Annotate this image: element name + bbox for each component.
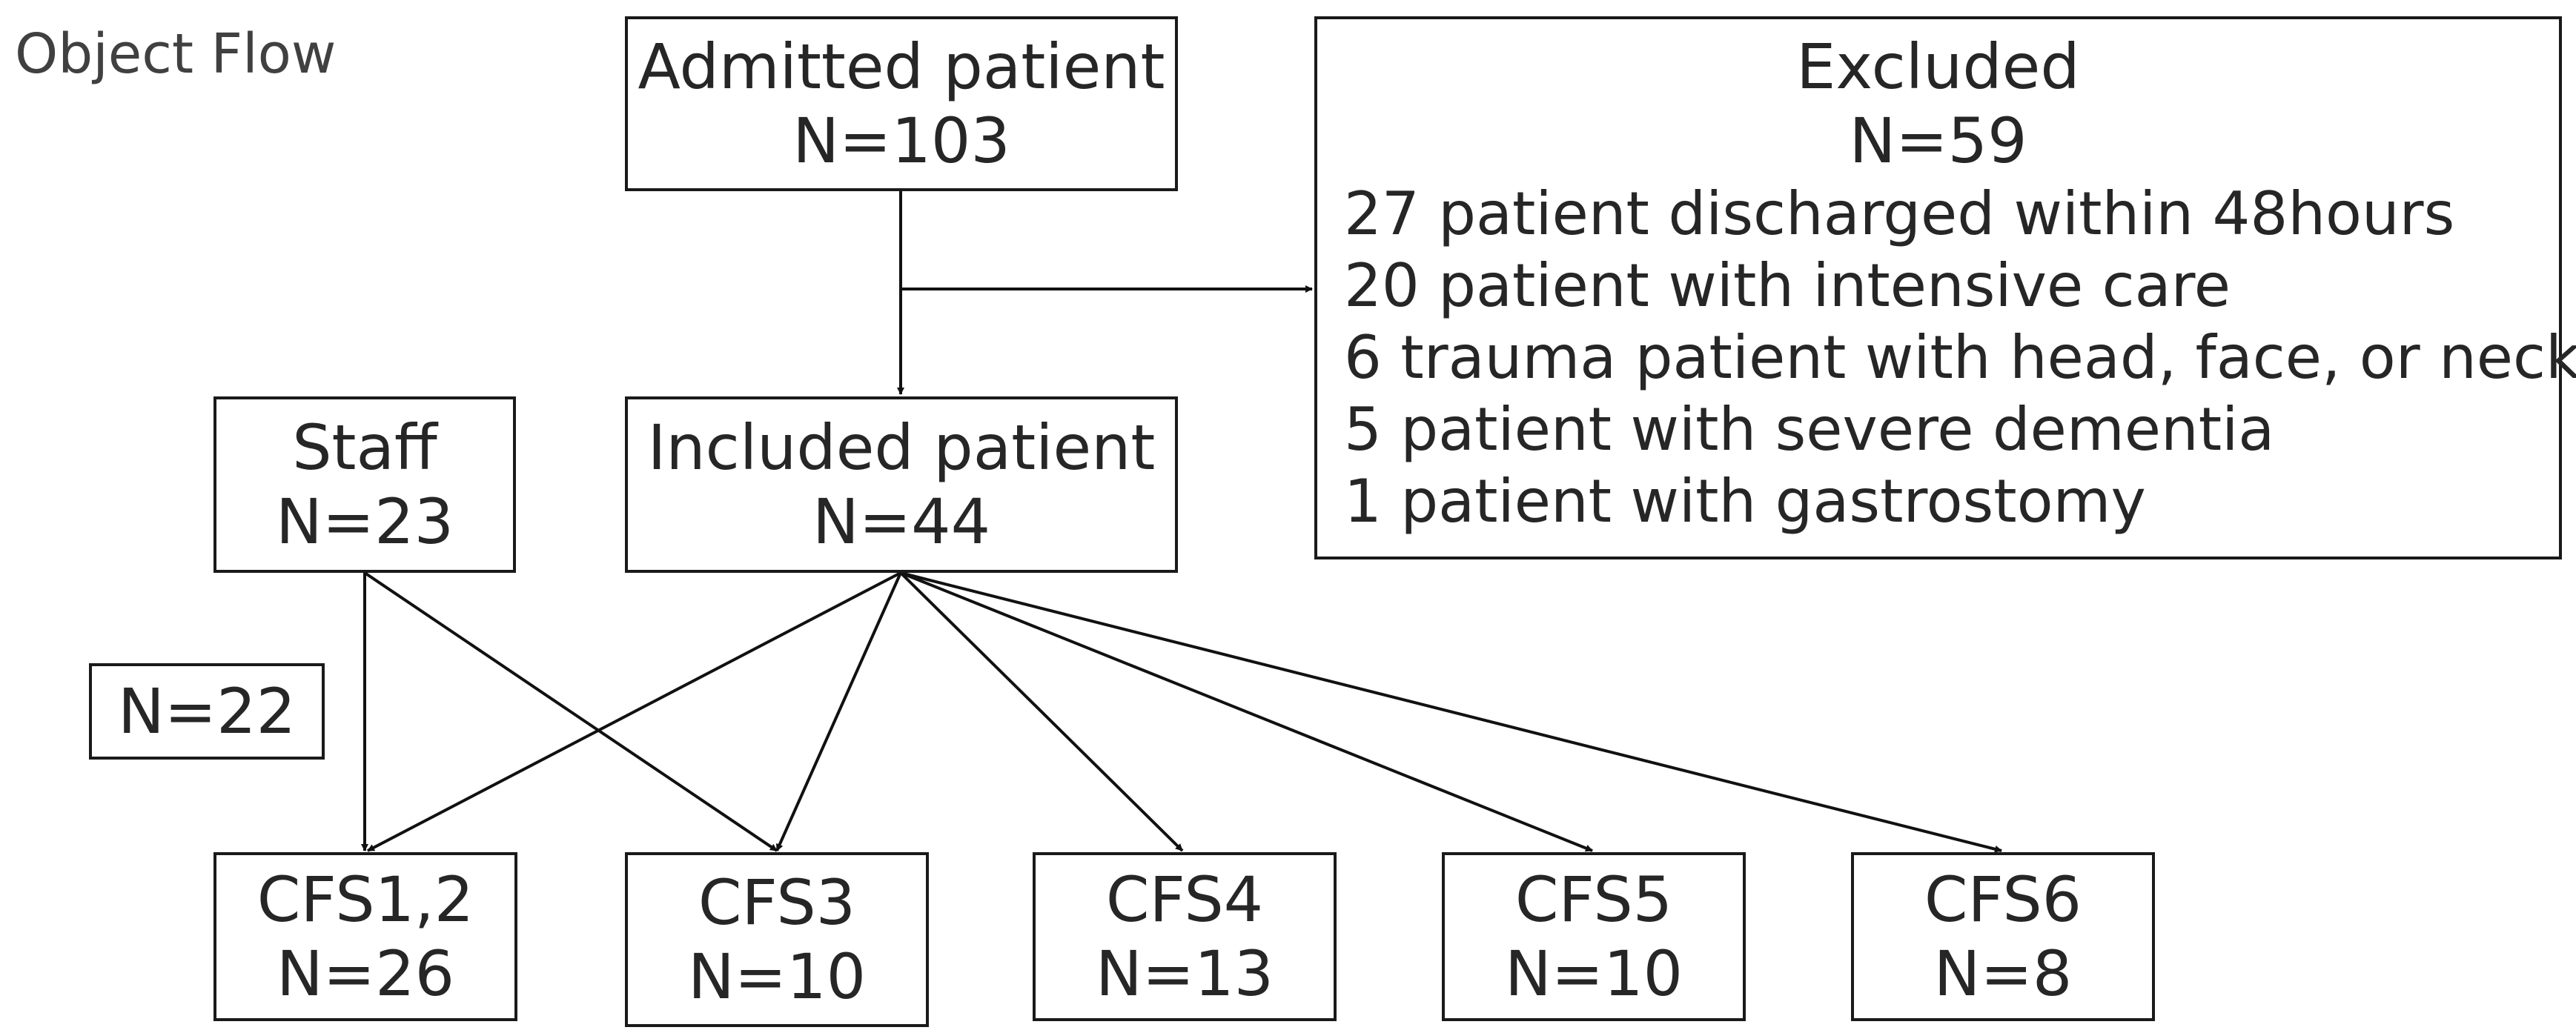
admitted-count: N=103 bbox=[792, 104, 1010, 177]
excluded-reason: 1 patient with gastrostomy bbox=[1344, 467, 2146, 536]
arrow-included-to-cfs5 bbox=[900, 571, 1593, 852]
staff-label: Staff bbox=[292, 411, 437, 484]
arrow-included-to-cfs6 bbox=[900, 571, 2002, 853]
cfs4-label: CFS4 bbox=[1105, 863, 1264, 936]
excluded-reason: 20 patient with intensive care bbox=[1344, 251, 2231, 320]
excluded-label: Excluded bbox=[1796, 30, 2080, 103]
admitted-label: Admitted patient bbox=[638, 30, 1165, 103]
cfs6-box: CFS6 N=8 bbox=[1851, 852, 2155, 1021]
admitted-patient-box: Admitted patient N=103 bbox=[625, 16, 1178, 191]
arrow-included-to-cfs4 bbox=[899, 571, 1184, 852]
excluded-box: Excluded N=59 27 patient discharged with… bbox=[1314, 16, 2576, 559]
cfs6-count: N=8 bbox=[1933, 937, 2073, 1010]
included-patient-box: Included patient N=44 bbox=[625, 396, 1178, 573]
excluded-reason: 5 patient with severe dementia bbox=[1344, 395, 2275, 464]
arrow-staff-to-cfs3 bbox=[363, 571, 778, 852]
cfs12-label: CFS1,2 bbox=[256, 863, 474, 936]
excluded-count: N=59 bbox=[1849, 104, 2027, 177]
staff-cfs12-count: N=22 bbox=[117, 675, 297, 748]
arrow-included-to-cfs12 bbox=[367, 571, 901, 852]
excluded-reason: 6 trauma patient with head, face, or nec… bbox=[1344, 323, 2576, 392]
cfs12-count: N=26 bbox=[276, 937, 455, 1010]
cfs12-box: CFS1,2 N=26 bbox=[213, 852, 517, 1021]
cfs5-box: CFS5 N=10 bbox=[1442, 852, 1746, 1021]
cfs5-count: N=10 bbox=[1504, 937, 1683, 1010]
cfs3-box: CFS3 N=10 bbox=[625, 852, 929, 1027]
cfs3-count: N=10 bbox=[687, 940, 867, 1013]
cfs6-label: CFS6 bbox=[1924, 863, 2082, 936]
excluded-reason: 27 patient discharged within 48hours bbox=[1344, 179, 2455, 248]
staff-cfs12-count-box: N=22 bbox=[89, 663, 325, 760]
arrow-included-to-cfs3 bbox=[775, 572, 902, 851]
staff-box: Staff N=23 bbox=[213, 396, 516, 573]
staff-count: N=23 bbox=[275, 485, 454, 558]
included-label: Included patient bbox=[647, 411, 1156, 484]
cfs4-box: CFS4 N=13 bbox=[1033, 852, 1337, 1021]
included-count: N=44 bbox=[812, 485, 991, 558]
cfs5-label: CFS5 bbox=[1514, 863, 1673, 936]
cfs3-label: CFS3 bbox=[698, 866, 856, 939]
diagram-title: Object Flow bbox=[15, 22, 337, 86]
cfs4-count: N=13 bbox=[1095, 937, 1274, 1010]
